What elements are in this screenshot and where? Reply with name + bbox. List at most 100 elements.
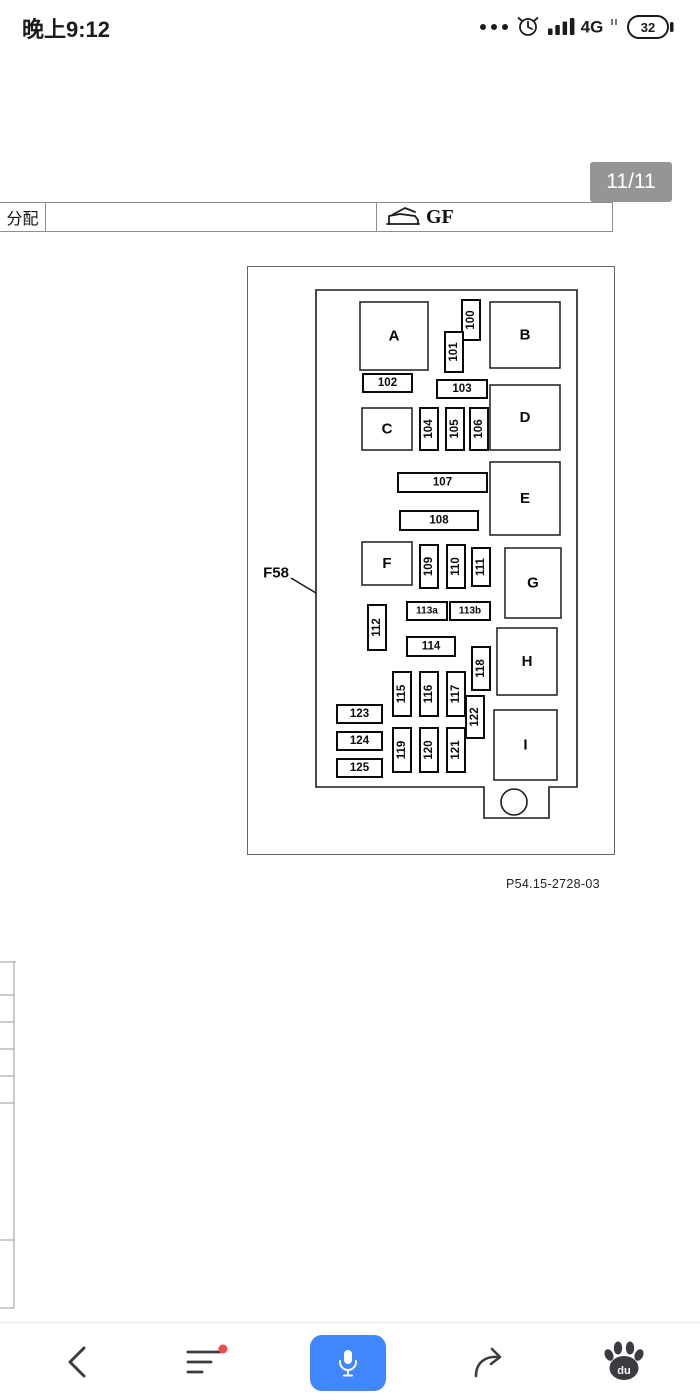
fuse-115: 115 — [392, 671, 412, 717]
fuse-117: 117 — [446, 671, 466, 717]
svg-text:D: D — [520, 409, 531, 426]
svg-text:125: 125 — [350, 762, 370, 774]
relay-H: H — [496, 627, 558, 696]
diagram-caption: P54.15-2728-03 — [506, 877, 600, 891]
svg-text:115: 115 — [396, 684, 408, 703]
fuse-106: 106 — [469, 407, 489, 451]
svg-text:109: 109 — [423, 557, 435, 576]
svg-text:110: 110 — [450, 557, 462, 576]
svg-text:123: 123 — [350, 708, 369, 720]
relay-E: E — [489, 461, 561, 536]
fuse-123: 123 — [336, 704, 383, 724]
svg-text:111: 111 — [475, 557, 487, 576]
fuse-113a: 113a — [406, 601, 448, 621]
status-icons: 4G 32 — [480, 15, 674, 39]
fuse-105: 105 — [445, 407, 465, 451]
svg-text:113b: 113b — [459, 606, 481, 617]
relay-G: G — [504, 547, 562, 619]
back-button[interactable] — [60, 1345, 96, 1379]
svg-text:102: 102 — [378, 377, 397, 389]
svg-text:A: A — [389, 328, 400, 345]
status-time: 晚上9:12 — [22, 17, 111, 42]
svg-text:105: 105 — [449, 419, 461, 439]
svg-text:107: 107 — [433, 477, 452, 489]
svg-text:104: 104 — [423, 419, 435, 439]
relay-I: I — [493, 709, 558, 781]
svg-text:117: 117 — [450, 685, 462, 704]
share-button[interactable] — [470, 1343, 510, 1381]
fuse-120: 120 — [419, 727, 439, 773]
fuse-104: 104 — [419, 407, 439, 451]
svg-text:108: 108 — [429, 515, 449, 527]
svg-text:F58: F58 — [263, 565, 289, 582]
mounting-hole — [500, 788, 528, 816]
svg-text:E: E — [520, 490, 530, 507]
svg-text:118: 118 — [475, 659, 487, 678]
relay-B: B — [489, 301, 561, 369]
partial-table-edge — [0, 961, 16, 1309]
svg-text:120: 120 — [423, 740, 435, 759]
svg-text:I: I — [523, 737, 527, 754]
voice-search-button[interactable] — [310, 1335, 386, 1391]
fuse-108: 108 — [399, 510, 479, 531]
battery-icon: 32 — [627, 15, 674, 39]
relay-A: A — [359, 301, 429, 371]
microphone-icon — [339, 1350, 357, 1377]
fuse-box-outline — [315, 289, 578, 819]
svg-text:116: 116 — [423, 685, 435, 704]
fuse-116: 116 — [419, 671, 439, 717]
menu-button[interactable] — [184, 1343, 230, 1381]
svg-text:F: F — [382, 555, 391, 572]
page-indicator-badge: 11/11 — [590, 162, 672, 202]
header-cell-empty — [46, 203, 377, 231]
svg-text:121: 121 — [450, 740, 462, 760]
forward-arrow-icon — [474, 1347, 502, 1378]
fuse-121: 121 — [446, 727, 466, 773]
chevron-left-icon — [68, 1346, 86, 1378]
signal-strength-icon — [548, 18, 575, 35]
relay-C: C — [361, 407, 413, 451]
battery-percent-label: 32 — [641, 20, 655, 35]
header-cell-section: GF — [377, 203, 613, 231]
fuse-111: 111 — [471, 547, 491, 587]
fuse-124: 124 — [336, 731, 383, 751]
network-type-label: 4G — [581, 18, 604, 37]
svg-text:114: 114 — [422, 641, 441, 653]
notification-dot — [218, 1344, 228, 1354]
notification-dots-icon — [480, 24, 508, 30]
fuse-118: 118 — [471, 646, 491, 691]
svg-text:G: G — [527, 575, 539, 592]
section-label: GF — [426, 205, 454, 228]
fuse-119: 119 — [392, 727, 412, 773]
volte-indicator-icon — [611, 19, 617, 25]
alarm-clock-icon — [517, 17, 539, 36]
callout-f58: F58 — [263, 565, 317, 594]
fuse-102: 102 — [362, 373, 413, 393]
svg-text:119: 119 — [396, 741, 408, 760]
baidu-home-button[interactable]: du — [599, 1339, 649, 1385]
fuse-box-diagram: F58 A B C D E F G H I 100 101 102 103 10… — [247, 266, 615, 855]
relay-D: D — [489, 384, 561, 451]
hood-open-icon — [386, 207, 420, 225]
svg-text:122: 122 — [469, 707, 481, 726]
document-header-row: 分配 GF — [0, 202, 613, 232]
baidu-paw-icon: du — [604, 1341, 644, 1380]
svg-text:B: B — [520, 327, 531, 344]
relay-F: F — [361, 541, 413, 586]
fuse-103: 103 — [436, 379, 488, 399]
svg-text:112: 112 — [371, 618, 383, 637]
svg-text:101: 101 — [448, 342, 460, 362]
fuse-109: 109 — [419, 544, 439, 589]
svg-text:106: 106 — [473, 419, 485, 438]
svg-text:H: H — [522, 653, 533, 670]
fuse-107: 107 — [397, 472, 488, 493]
assignment-label: 分配 — [6, 211, 39, 228]
fuse-100: 100 — [461, 299, 481, 341]
header-cell-assignment: 分配 — [0, 203, 46, 231]
baidu-logo-text: du — [617, 1365, 630, 1377]
svg-text:100: 100 — [465, 310, 477, 329]
list-menu-icon — [186, 1344, 228, 1374]
fuse-122: 122 — [465, 695, 485, 739]
svg-text:113a: 113a — [416, 606, 438, 617]
